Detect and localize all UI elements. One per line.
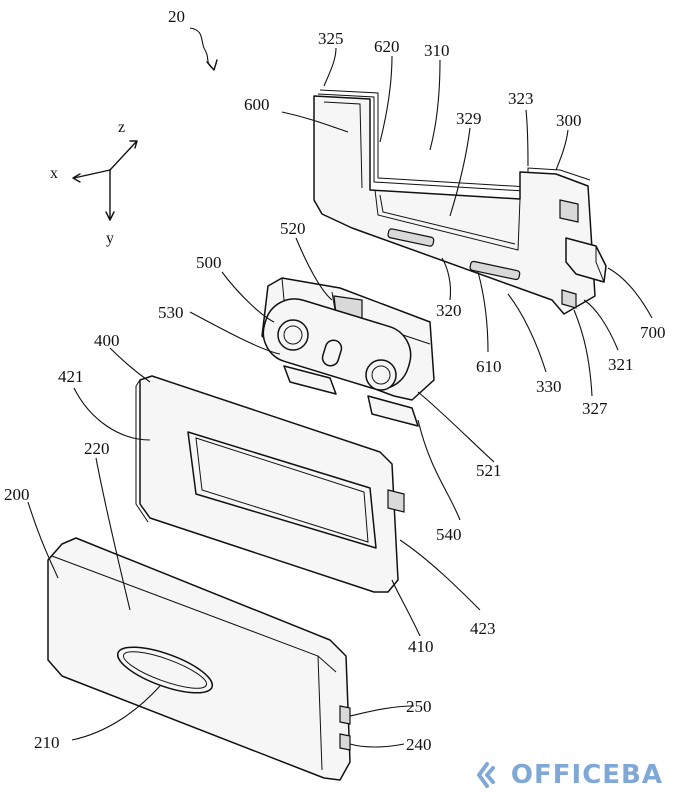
watermark-logo: OFFICEBA xyxy=(473,760,663,790)
officeba-logo-icon xyxy=(476,762,495,788)
label-620: 620 xyxy=(374,37,400,56)
reference-labels: 325 620 310 600 323 300 329 520 500 530 … xyxy=(4,29,666,754)
camera-module-500 xyxy=(261,277,435,427)
label-20: 20 xyxy=(168,7,185,26)
label-240: 240 xyxy=(406,735,432,754)
coordinate-axes: z x y xyxy=(50,119,138,247)
label-521: 521 xyxy=(476,461,502,480)
label-400: 400 xyxy=(94,331,120,350)
watermark-text: OFFICEBA xyxy=(510,760,663,790)
label-610: 610 xyxy=(476,357,502,376)
label-600: 600 xyxy=(244,95,270,114)
label-210: 210 xyxy=(34,733,60,752)
label-329: 329 xyxy=(456,109,482,128)
bracket-300 xyxy=(313,89,607,315)
label-200: 200 xyxy=(4,485,30,504)
label-321: 321 xyxy=(608,355,634,374)
cover-200 xyxy=(47,537,351,781)
label-540: 540 xyxy=(436,525,462,544)
axis-x-label: x xyxy=(50,165,58,182)
label-330: 330 xyxy=(536,377,562,396)
label-530: 530 xyxy=(158,303,184,322)
label-520: 520 xyxy=(280,219,306,238)
label-300: 300 xyxy=(556,111,582,130)
axis-z-label: z xyxy=(118,119,125,136)
label-423: 423 xyxy=(470,619,496,638)
label-250: 250 xyxy=(406,697,432,716)
axis-y-label: y xyxy=(106,230,114,247)
label-327: 327 xyxy=(582,399,608,418)
label-500: 500 xyxy=(196,253,222,272)
label-421: 421 xyxy=(58,367,84,386)
label-310: 310 xyxy=(424,41,450,60)
leader-lines xyxy=(27,47,653,748)
label-220: 220 xyxy=(84,439,110,458)
frame-400 xyxy=(135,375,405,593)
label-410: 410 xyxy=(408,637,434,656)
label-700: 700 xyxy=(640,323,666,342)
label-320: 320 xyxy=(436,301,462,320)
label-323: 323 xyxy=(508,89,534,108)
label-325: 325 xyxy=(318,29,344,48)
